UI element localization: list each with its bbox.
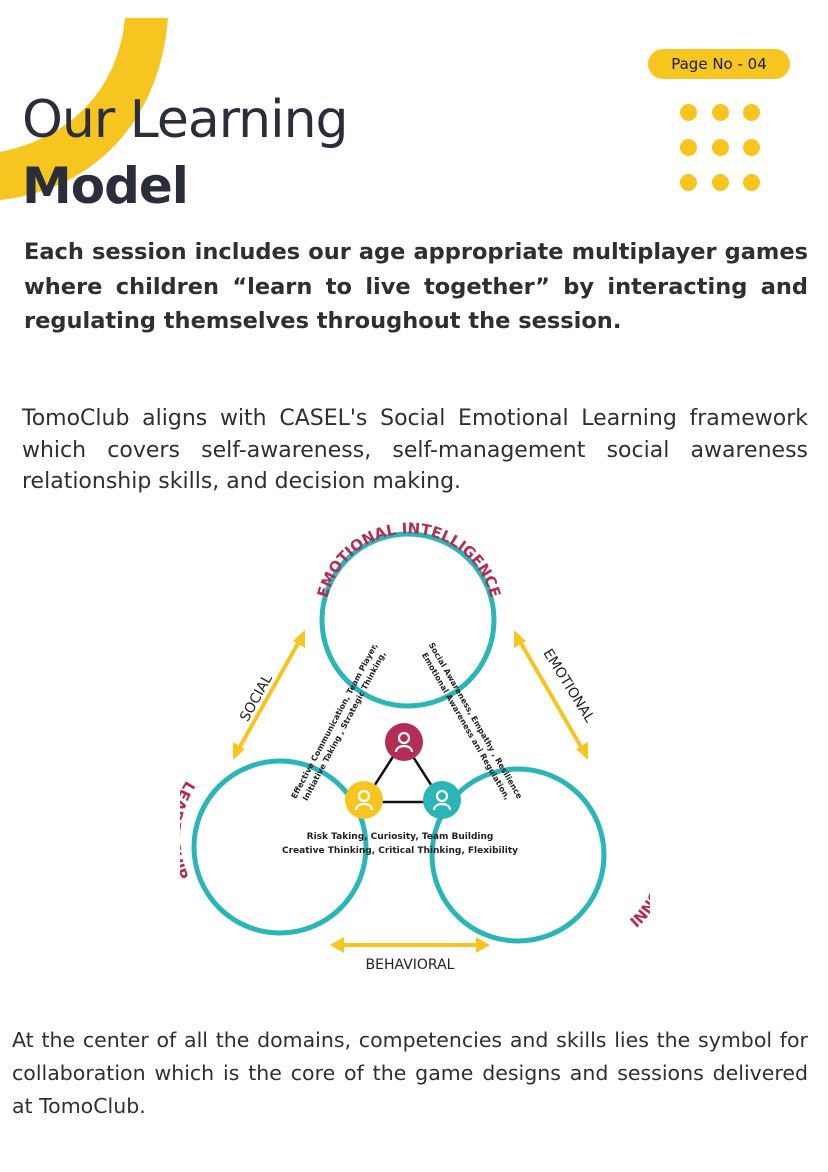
lead-paragraph: Each session includes our age appropriat… [24, 239, 808, 334]
page-number-badge: Page No - 04 [648, 49, 790, 79]
leadership-circle [191, 758, 369, 936]
left-skills: Effective Communication, Team Player, In… [290, 642, 388, 802]
axis-label-behavioral: BEHAVIORAL [366, 957, 455, 973]
left-skills-line2: Initiative Taking , Strategic Thinking, [301, 650, 388, 802]
emotional-intelligence-circle [319, 531, 497, 709]
bottom-skills-line2: Creative Thinking, Critical Thinking, Fl… [282, 846, 518, 856]
domain-label-emotional-intelligence: EMOTIONAL INTELLIGENCE [314, 520, 505, 599]
framework-paragraph: TomoClub aligns with CASEL's Social Emot… [22, 406, 808, 494]
person-icon [345, 781, 383, 819]
person-icon [385, 723, 423, 761]
emotional-arrow [514, 630, 588, 760]
social-arrow [233, 630, 305, 760]
decorative-arc [0, 18, 168, 200]
person-icon [423, 781, 461, 819]
domain-label-innovation: INNOVATION [627, 832, 650, 931]
right-skills-line2: Emotional Awareness ani Regulation, [420, 651, 512, 801]
learning-model-diagram: EMOTIONAL INTELLIGENCE LEADERSHIP INNOVA… [180, 520, 650, 973]
bottom-skills-line1: Risk Taking, Curiosity, Team Building [307, 832, 494, 842]
collaboration-triangle [361, 738, 445, 804]
page-title-line1: Our Learning [22, 90, 349, 150]
decorative-dots [680, 104, 760, 192]
behavioral-arrow [330, 937, 490, 953]
closing-paragraph: At the center of all the domains, compet… [12, 1028, 808, 1118]
page-title-line2: Model [22, 157, 189, 215]
innovation-circle [429, 766, 607, 944]
right-skills-line1: Social Awareness, Empathy , Resilience [427, 641, 524, 801]
axis-label-emotional: EMOTIONAL [539, 646, 597, 725]
